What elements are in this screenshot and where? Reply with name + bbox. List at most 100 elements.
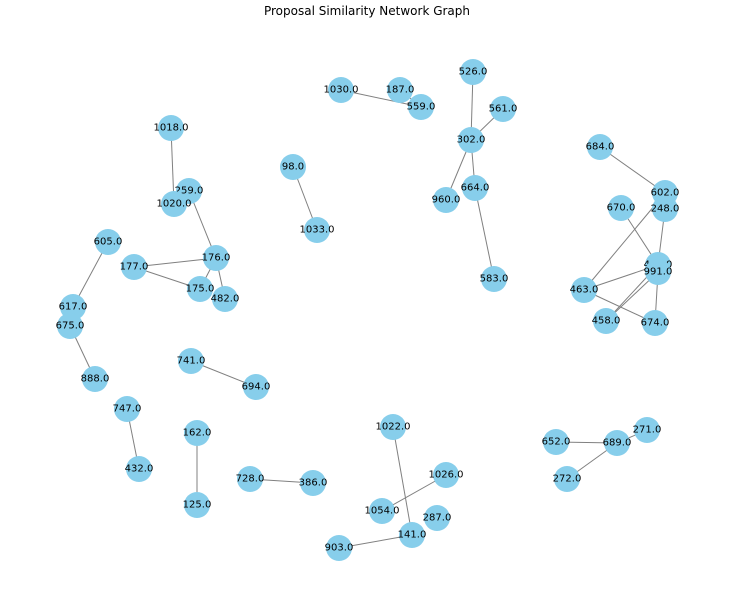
node-circle: [387, 77, 413, 103]
node-741-0: 741.0: [177, 348, 206, 374]
node-728-0: 728.0: [236, 466, 264, 492]
node-label: 652.0: [542, 437, 571, 448]
node-label: 670.0: [607, 203, 636, 214]
node-circle: [433, 462, 459, 488]
node-circle: [462, 175, 488, 201]
node-177-0: 177.0: [120, 254, 148, 280]
node-674-0: 674.0: [641, 310, 670, 336]
node-label: 1018.0: [154, 123, 189, 134]
node-463-0: 463.0: [570, 277, 599, 303]
node-675-0: 675.0: [56, 313, 85, 339]
node-label: 1054.0: [365, 506, 400, 517]
node-label: 271.0: [633, 425, 662, 436]
node-circle: [634, 417, 660, 443]
node-circle: [243, 374, 269, 400]
node-label: 561.0: [489, 104, 518, 115]
node-141-0: 141.0: [398, 522, 427, 548]
node-circle: [187, 276, 213, 302]
node-176-0: 176.0: [202, 245, 230, 271]
edge-684-0-602-0: [599, 146, 666, 194]
node-circle: [652, 196, 678, 222]
node-1018-0: 1018.0: [154, 115, 189, 141]
node-circle: [184, 420, 210, 446]
node-label: 741.0: [177, 356, 206, 367]
node-label: 162.0: [183, 428, 212, 439]
node-label: 674.0: [641, 318, 670, 329]
node-670-0: 670.0: [607, 195, 636, 221]
node-960-0: 960.0: [432, 187, 460, 213]
node-circle: [604, 430, 630, 456]
node-label: 617.0: [59, 302, 88, 313]
node-175-0: 175.0: [186, 276, 214, 302]
node-label: 1020.0: [157, 199, 192, 210]
node-label: 463.0: [570, 285, 599, 296]
node-label: 432.0: [125, 464, 154, 475]
node-605-0: 605.0: [94, 229, 123, 255]
node-circle: [237, 466, 263, 492]
node-circle: [178, 348, 204, 374]
node-label: 684.0: [586, 142, 615, 153]
node-circle: [161, 191, 187, 217]
node-271-0: 271.0: [633, 417, 662, 443]
node-903-0: 903.0: [325, 535, 353, 561]
node-162-0: 162.0: [183, 420, 212, 446]
node-1030-0: 1030.0: [324, 77, 359, 103]
node-label: 1030.0: [324, 85, 359, 96]
node-991-0: 991.0: [644, 259, 672, 285]
node-circle: [114, 396, 140, 422]
node-747-0: 747.0: [113, 396, 141, 422]
node-label: 675.0: [56, 321, 85, 332]
node-circle: [326, 535, 352, 561]
node-circle: [304, 217, 330, 243]
node-248-0: 248.0: [651, 196, 680, 222]
node-label: 187.0: [386, 85, 415, 96]
node-label: 526.0: [459, 67, 488, 78]
node-label: 694.0: [242, 382, 271, 393]
node-888-0: 888.0: [81, 366, 110, 392]
node-circle: [593, 308, 619, 334]
node-circle: [82, 366, 108, 392]
node-circle: [424, 505, 450, 531]
node-label: 664.0: [461, 183, 490, 194]
node-432-0: 432.0: [125, 456, 154, 482]
node-694-0: 694.0: [242, 374, 271, 400]
node-label: 605.0: [94, 237, 123, 248]
node-circle: [158, 115, 184, 141]
edge-1030-0-559-0: [340, 89, 422, 108]
node-circle: [433, 187, 459, 213]
node-label: 689.0: [603, 438, 632, 449]
node-circle: [95, 229, 121, 255]
node-287-0: 287.0: [423, 505, 452, 531]
node-1022-0: 1022.0: [376, 414, 411, 440]
node-1054-0: 1054.0: [365, 498, 400, 524]
node-label: 141.0: [398, 530, 427, 541]
node-272-0: 272.0: [553, 466, 581, 492]
node-circle: [280, 154, 306, 180]
node-circle: [645, 259, 671, 285]
node-circle: [543, 429, 569, 455]
node-label: 888.0: [81, 374, 110, 385]
node-label: 1026.0: [429, 470, 464, 481]
node-label: 248.0: [651, 204, 680, 215]
node-circle: [380, 414, 406, 440]
node-98-0: 98.0: [280, 154, 306, 180]
node-circle: [458, 127, 484, 153]
node-circle: [490, 96, 516, 122]
node-559-0: 559.0: [407, 94, 435, 120]
node-label: 482.0: [211, 294, 240, 305]
node-circle: [184, 492, 210, 518]
node-561-0: 561.0: [489, 96, 518, 122]
edge-1022-0-141-0: [392, 426, 413, 536]
node-label: 386.0: [299, 478, 328, 489]
node-label: 287.0: [423, 513, 452, 524]
node-482-0: 482.0: [211, 286, 240, 312]
node-circle: [300, 470, 326, 496]
node-circle: [212, 286, 238, 312]
node-label: 458.0: [592, 316, 621, 327]
node-circle: [203, 245, 229, 271]
edge-664-0-583-0: [474, 187, 495, 280]
node-label: 1033.0: [300, 225, 335, 236]
node-label: 1022.0: [376, 422, 411, 433]
node-458-0: 458.0: [592, 308, 621, 334]
